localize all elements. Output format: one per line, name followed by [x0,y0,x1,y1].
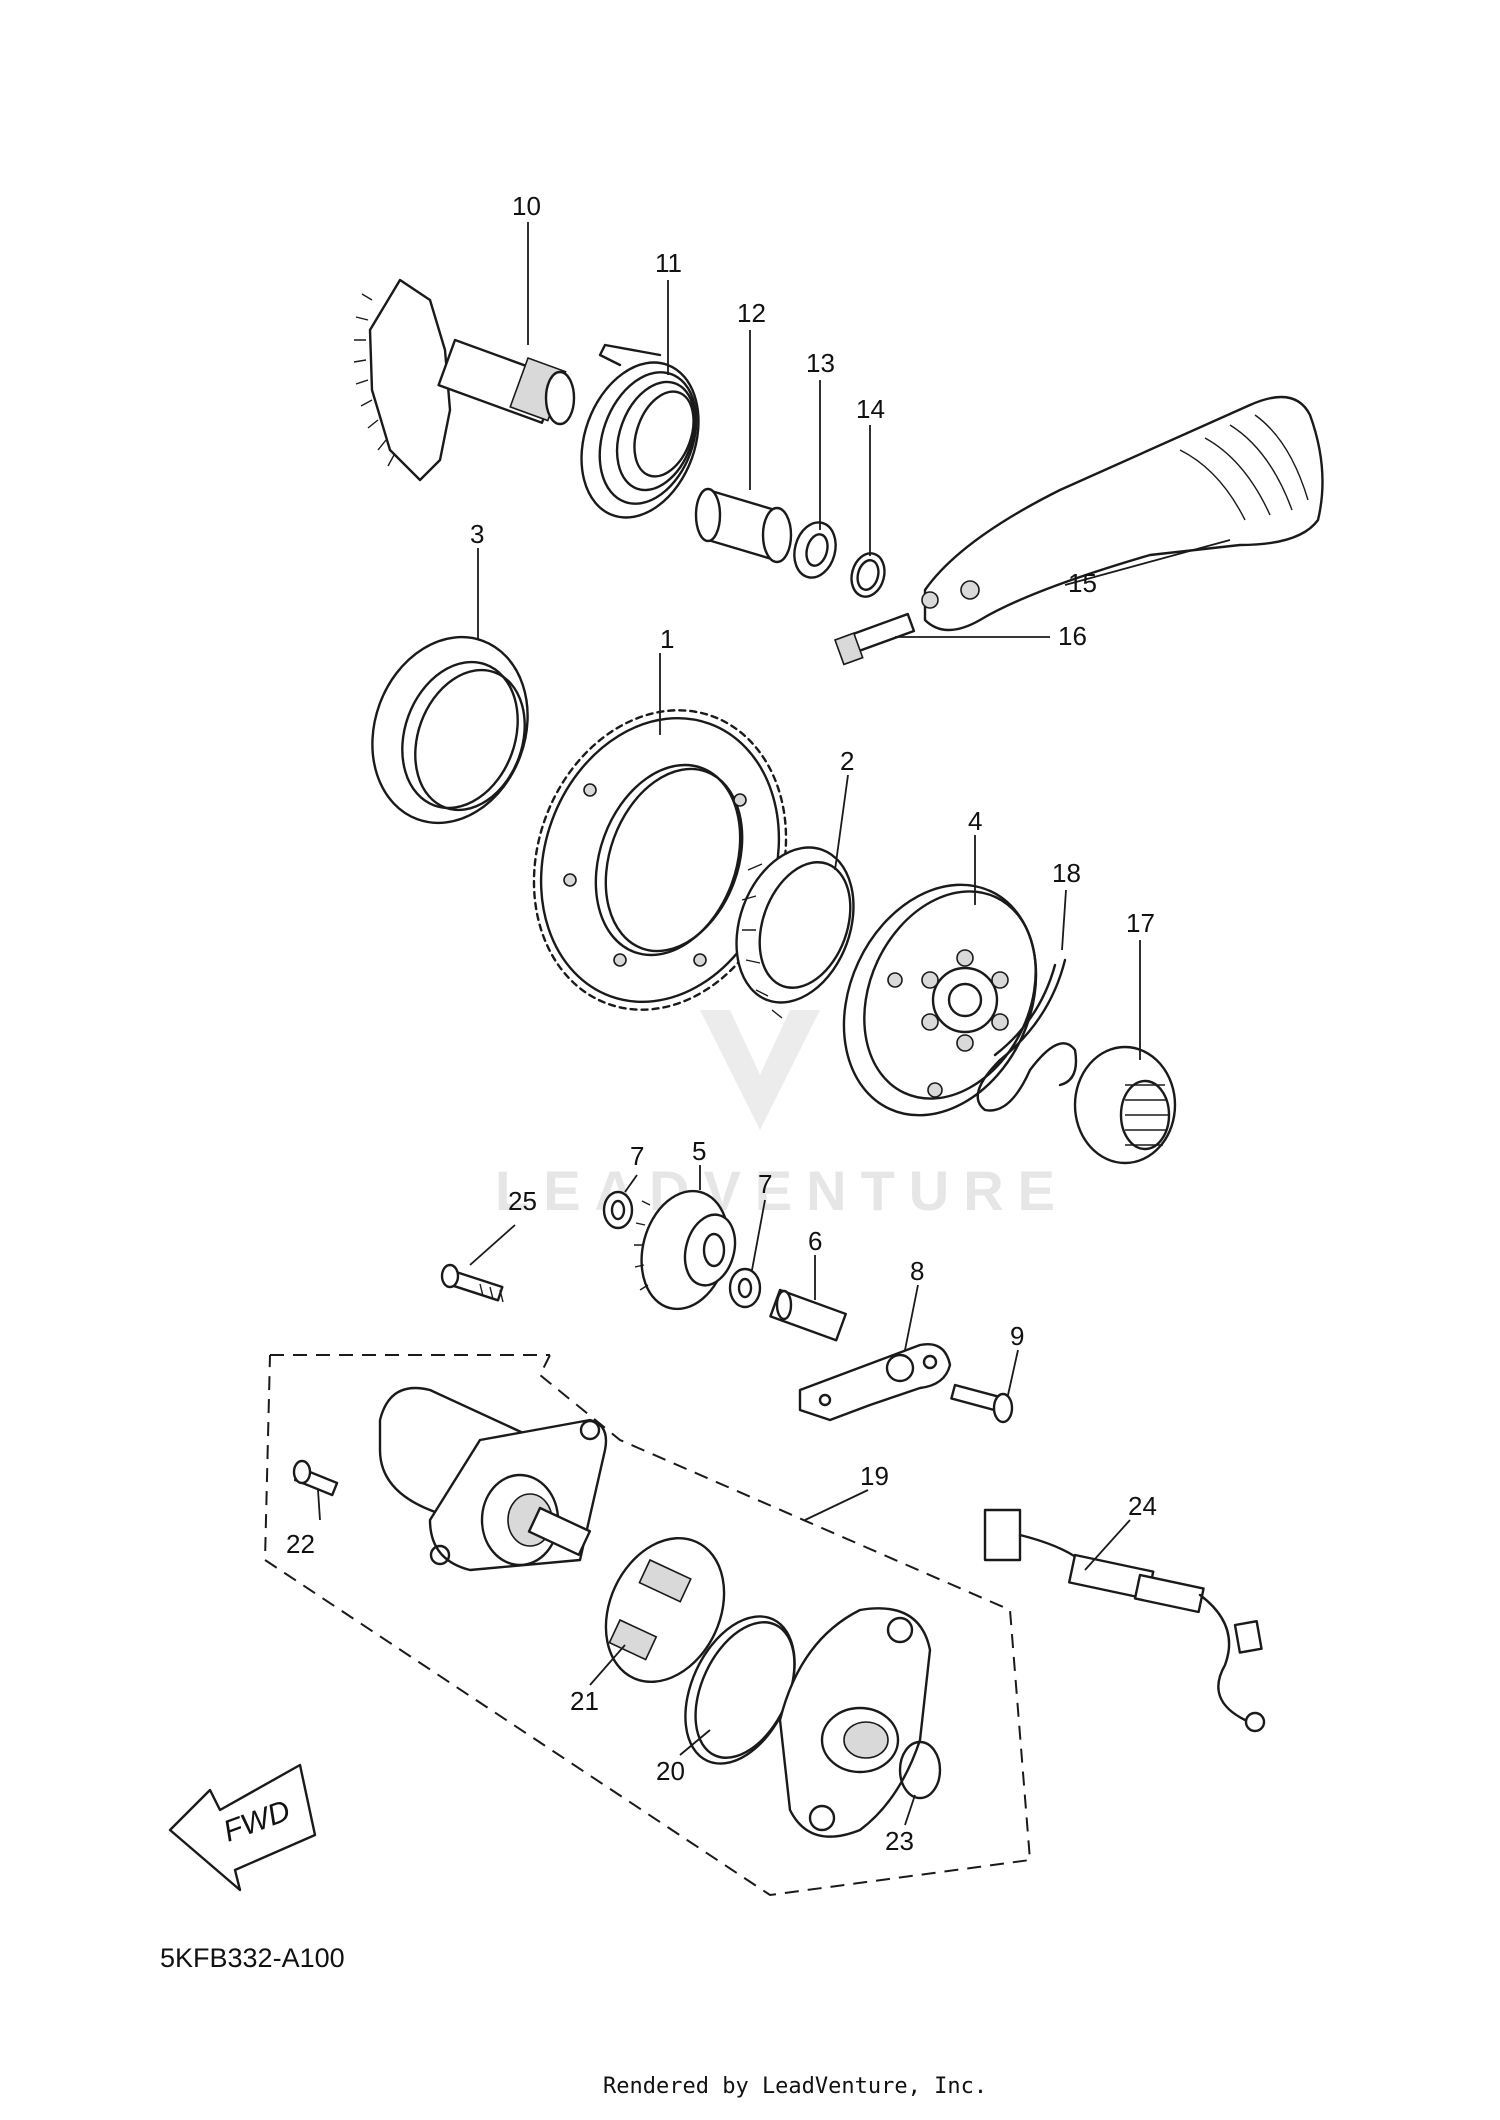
callout-2: 2 [840,746,854,776]
callout-15: 15 [1068,568,1097,598]
part-2-one-way-clutch[interactable] [716,831,874,1019]
callout-4: 4 [968,806,982,836]
callout-labels: 1 2 3 4 5 6 7 7 8 9 10 11 12 13 14 15 16… [286,191,1157,1856]
callout-21: 21 [570,1686,599,1716]
callout-19: 19 [860,1461,889,1491]
callout-16: 16 [1058,621,1087,651]
callout-18: 18 [1052,858,1081,888]
part-9-screw[interactable] [950,1383,1014,1424]
part-24-starter-relay-lead[interactable] [983,1508,1266,1733]
part-7-washer-b[interactable] [728,1267,762,1309]
part-7-washer-a[interactable] [602,1190,634,1230]
part-16-bolt[interactable] [833,612,916,666]
callout-25: 25 [508,1186,537,1216]
callout-24: 24 [1128,1491,1157,1521]
part-4-clutch-housing[interactable] [808,853,1073,1147]
part-6-idler-shaft[interactable] [769,1288,847,1342]
part-14-circlip[interactable] [847,550,889,601]
callout-22: 22 [286,1529,315,1559]
part-3-oil-seal[interactable] [347,615,553,845]
part-1-starter-wheel-gear[interactable] [493,675,827,1046]
diagram-code: 5KFB332-A100 [160,1943,345,1973]
part-10-kick-axle-gear[interactable] [353,278,576,482]
part-22-screw[interactable] [292,1459,339,1497]
part-15-kick-lever[interactable] [921,395,1324,632]
part-21-brush-holder[interactable] [583,1519,746,1701]
callout-7a: 7 [630,1141,644,1171]
watermark-text: LEADVENTURE [495,1159,1069,1222]
part-25-bolt[interactable] [440,1263,504,1303]
callout-3: 3 [470,519,484,549]
callout-12: 12 [737,298,766,328]
part-17-pinion-gear[interactable] [1073,1045,1177,1165]
callout-23: 23 [885,1826,914,1856]
callout-5: 5 [692,1136,706,1166]
starter-end-cover[interactable] [778,1607,932,1838]
callout-13: 13 [806,348,835,378]
callout-9: 9 [1010,1321,1024,1351]
render-credit: Rendered by LeadVenture, Inc. [603,2074,987,2099]
part-5-idler-gear[interactable] [629,1181,743,1319]
part-13-washer[interactable] [788,518,841,582]
part-11-torsion-spring[interactable] [561,343,719,534]
part-23-o-ring[interactable] [898,1740,942,1800]
callout-7b: 7 [758,1169,772,1199]
callout-11: 11 [655,248,682,278]
part-18-wire-clip[interactable] [976,958,1078,1112]
callout-17: 17 [1126,908,1155,938]
callout-20: 20 [656,1756,685,1786]
callout-8: 8 [910,1256,924,1286]
callout-6: 6 [808,1226,822,1256]
fwd-arrow-icon: FWD [168,1763,317,1892]
leader-lines [317,222,1231,1826]
watermark: LEADVENTURE [495,1010,1069,1222]
callout-14: 14 [856,394,885,424]
starter-motor[interactable] [378,1386,608,1572]
part-8-plate[interactable] [798,1343,952,1422]
callout-10: 10 [512,191,541,221]
part-19-starter-motor-assembly[interactable] [263,1354,1032,1897]
callout-1: 1 [660,624,674,654]
part-12-bushing[interactable] [694,487,793,564]
